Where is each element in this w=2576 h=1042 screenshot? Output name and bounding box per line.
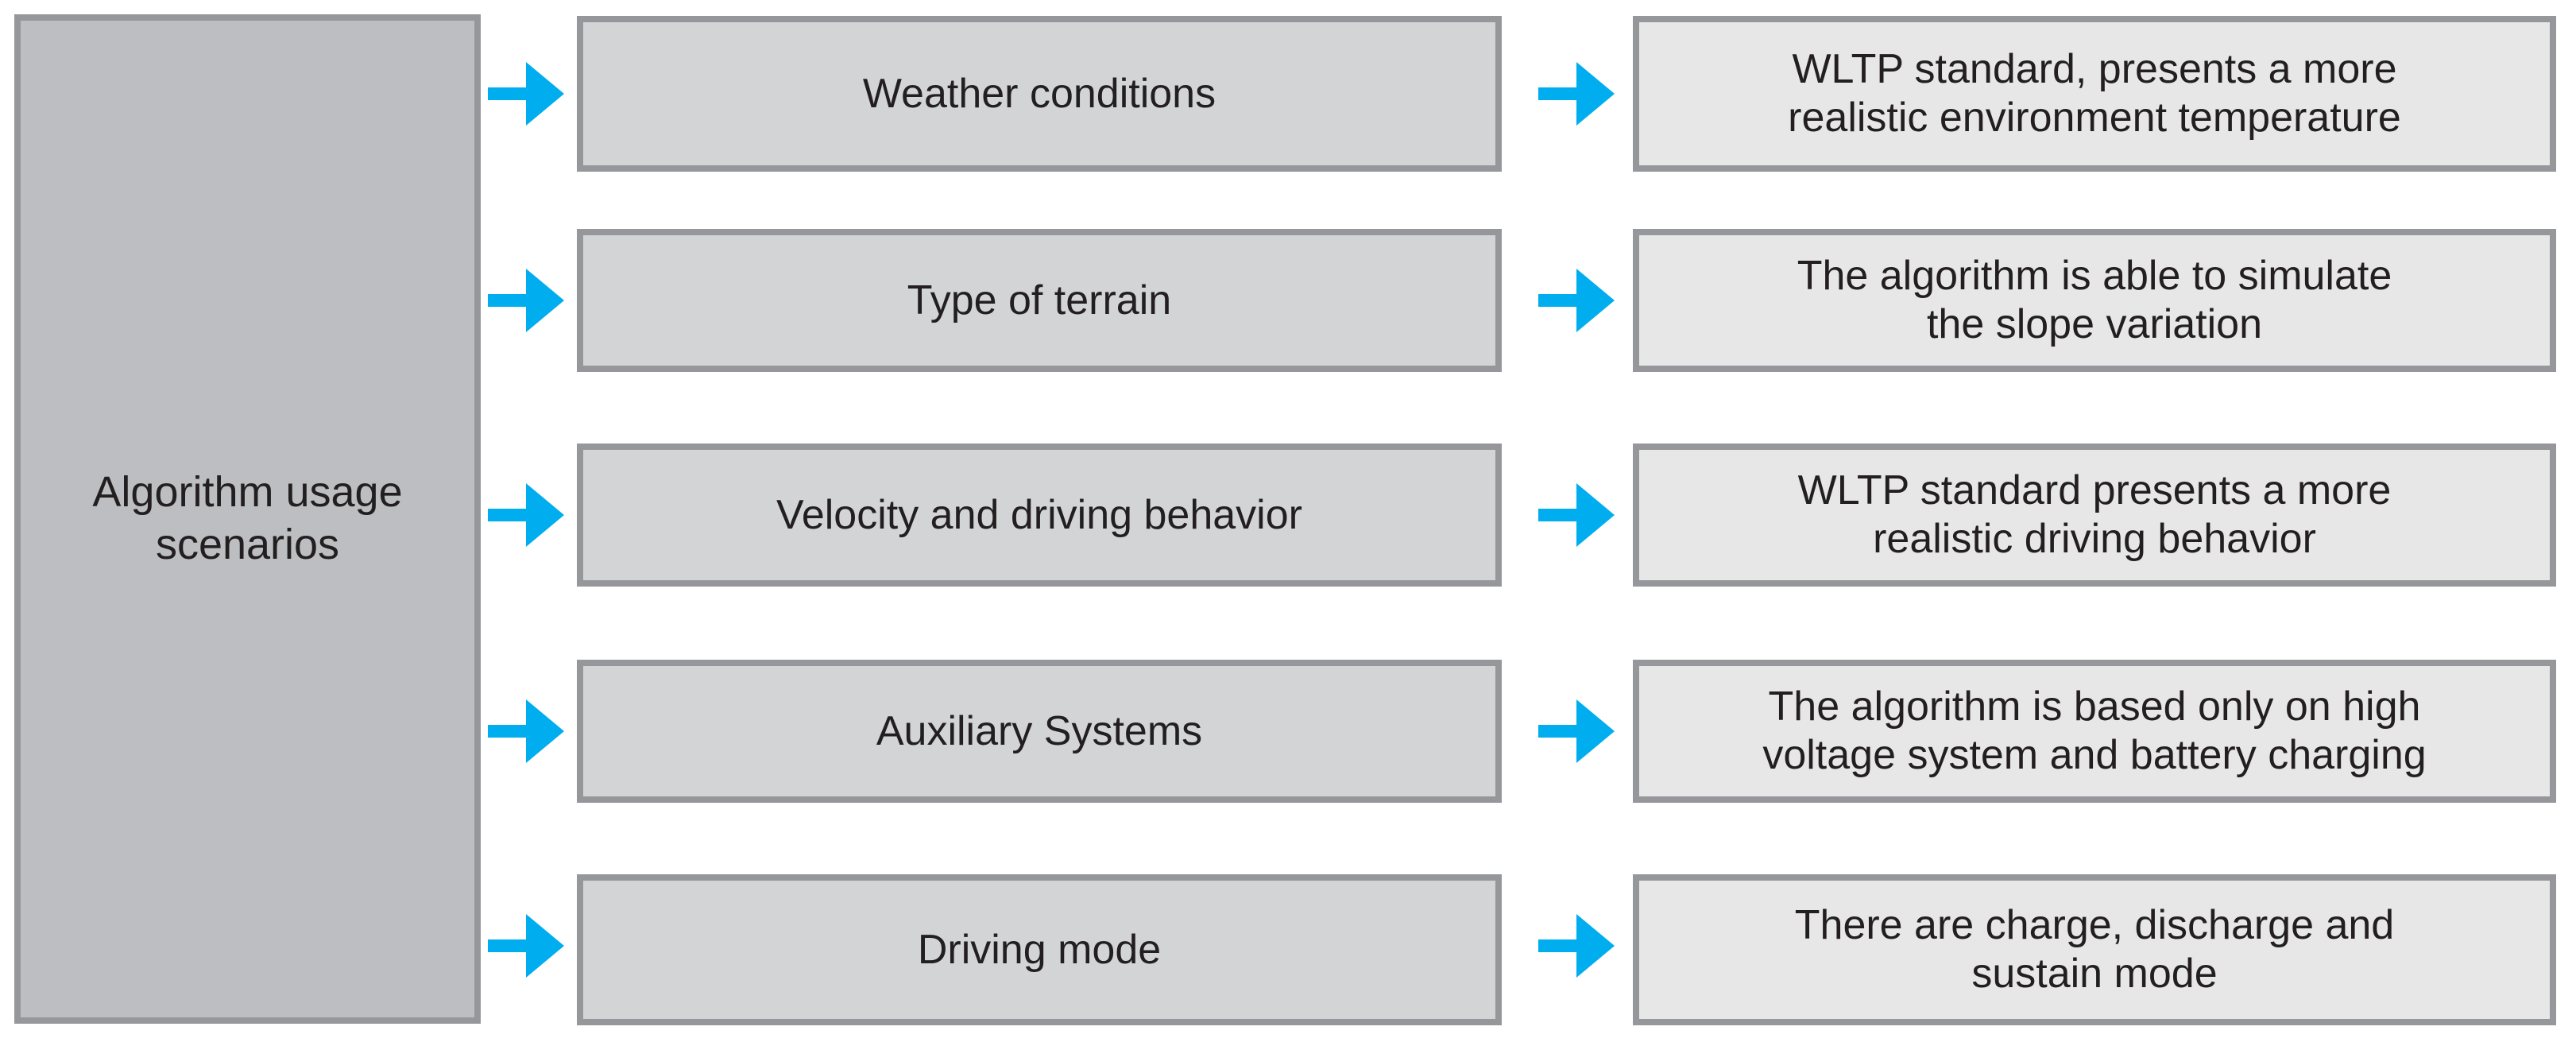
right-arrow-icon <box>1538 54 1615 134</box>
right-arrow-icon <box>1538 691 1615 771</box>
outcome-box: There are charge, discharge and sustain … <box>1633 874 2556 1025</box>
outcome-label: There are charge, discharge and sustain … <box>1794 901 2395 997</box>
outcome-label: The algorithm is able to simulate the sl… <box>1797 252 2392 347</box>
factor-box: Type of terrain <box>577 229 1502 372</box>
source-panel-label: Algorithm usage scenarios <box>92 468 403 568</box>
right-arrow-icon <box>1538 475 1615 555</box>
outcome-box: WLTP standard presents a more realistic … <box>1633 444 2556 587</box>
outcome-box: WLTP standard, presents a more realistic… <box>1633 16 2556 172</box>
factor-label: Type of terrain <box>907 277 1172 323</box>
outcome-box: The algorithm is able to simulate the sl… <box>1633 229 2556 372</box>
right-arrow-icon <box>488 261 564 340</box>
right-arrow-icon <box>1538 906 1615 986</box>
outcome-box: The algorithm is based only on high volt… <box>1633 660 2556 803</box>
outcome-label: WLTP standard, presents a more realistic… <box>1788 45 2401 141</box>
factor-box: Velocity and driving behavior <box>577 444 1502 587</box>
factor-box: Weather conditions <box>577 16 1502 172</box>
factor-box: Driving mode <box>577 874 1502 1025</box>
factor-label: Weather conditions <box>862 70 1216 117</box>
factor-box: Auxiliary Systems <box>577 660 1502 803</box>
source-panel-algorithm-usage-scenarios: Algorithm usage scenarios <box>14 14 481 1024</box>
outcome-label: The algorithm is based only on high volt… <box>1762 683 2427 778</box>
right-arrow-icon <box>488 475 564 555</box>
factor-label: Auxiliary Systems <box>876 707 1203 754</box>
outcome-label: WLTP standard presents a more realistic … <box>1797 467 2392 562</box>
right-arrow-icon <box>488 54 564 134</box>
right-arrow-icon <box>1538 261 1615 340</box>
factor-label: Velocity and driving behavior <box>776 491 1302 538</box>
factor-label: Driving mode <box>917 926 1162 973</box>
right-arrow-icon <box>488 906 564 986</box>
right-arrow-icon <box>488 691 564 771</box>
